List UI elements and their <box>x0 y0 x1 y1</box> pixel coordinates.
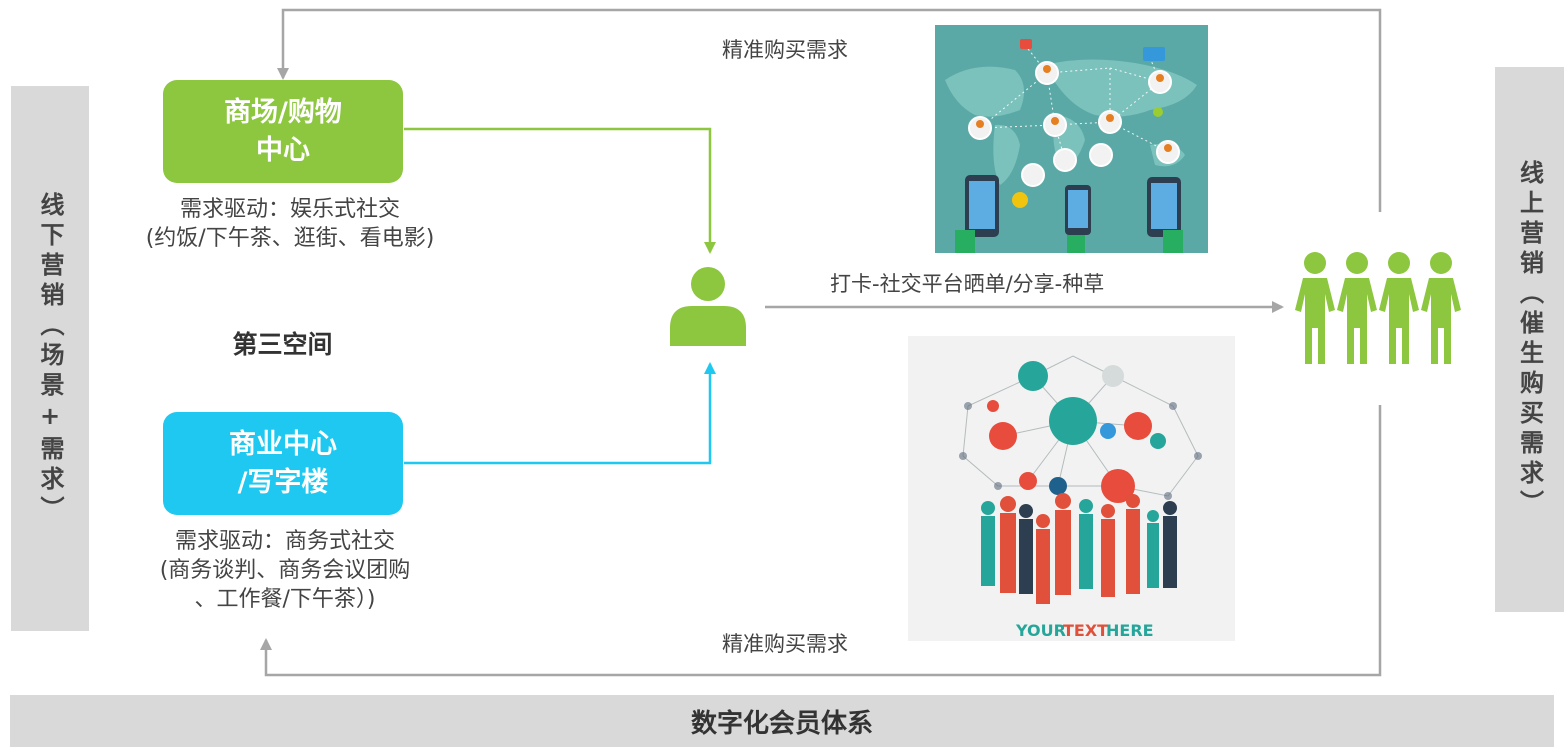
top-feedback-arrow <box>277 8 1382 212</box>
offline-marketing-label: 线下营销（场景+需求） <box>36 191 64 526</box>
top-precise-demand-label: 精准购买需求 <box>722 38 848 62</box>
business-box-line1: 商业中心 <box>229 429 337 461</box>
online-marketing-label: 线上营销（催生购买需求） <box>1515 159 1544 520</box>
business-center-box: 商业中心 /写字楼 <box>163 412 403 515</box>
image-caption-text: TEXT <box>1063 621 1108 640</box>
business-network-people-image: YOUR TEXT HERE <box>908 336 1235 641</box>
crowd-icon <box>1295 252 1461 364</box>
business-note-line3: 、工作餐/下午茶）) <box>194 587 376 613</box>
digital-membership-label: 数字化会员体系 <box>690 708 873 739</box>
business-to-person-arrow <box>404 362 716 465</box>
third-space-label: 第三空间 <box>232 330 333 359</box>
business-demand-note: 需求驱动：商务式社交 (商务谈判、商务会议团购 、工作餐/下午茶）) <box>100 527 470 614</box>
image-caption-here: HERE <box>1106 621 1154 640</box>
bottom-precise-demand-label: 精准购买需求 <box>722 632 848 656</box>
digital-membership-bar: 数字化会员体系 <box>10 695 1554 747</box>
business-note-line2: (商务谈判、商务会议团购 <box>159 558 411 584</box>
checkin-share-label: 打卡-社交平台晒单/分享-种草 <box>830 272 1105 296</box>
business-box-line2: /写字楼 <box>237 466 329 498</box>
person-icon <box>670 267 746 346</box>
offline-marketing-panel: 线下营销（场景+需求） <box>11 86 89 631</box>
mall-note-line2: (约饭/下午茶、逛街、看电影) <box>145 226 435 252</box>
mall-note-line1: 需求驱动：娱乐式社交 <box>179 197 400 222</box>
online-marketing-panel: 线上营销（催生购买需求） <box>1495 67 1564 612</box>
image-caption-your: YOUR <box>1015 621 1066 640</box>
mall-demand-note: 需求驱动：娱乐式社交 (约饭/下午茶、逛街、看电影) <box>100 195 480 253</box>
mall-box-line1: 商场/购物 <box>224 97 342 129</box>
mall-box-line2: 中心 <box>256 134 310 166</box>
mall-to-person-arrow <box>404 127 716 254</box>
bottom-feedback-arrow <box>260 405 1382 677</box>
social-network-map-image <box>935 25 1208 253</box>
mall-shopping-center-box: 商场/购物 中心 <box>163 80 403 183</box>
business-note-line1: 需求驱动：商务式社交 <box>174 529 395 554</box>
